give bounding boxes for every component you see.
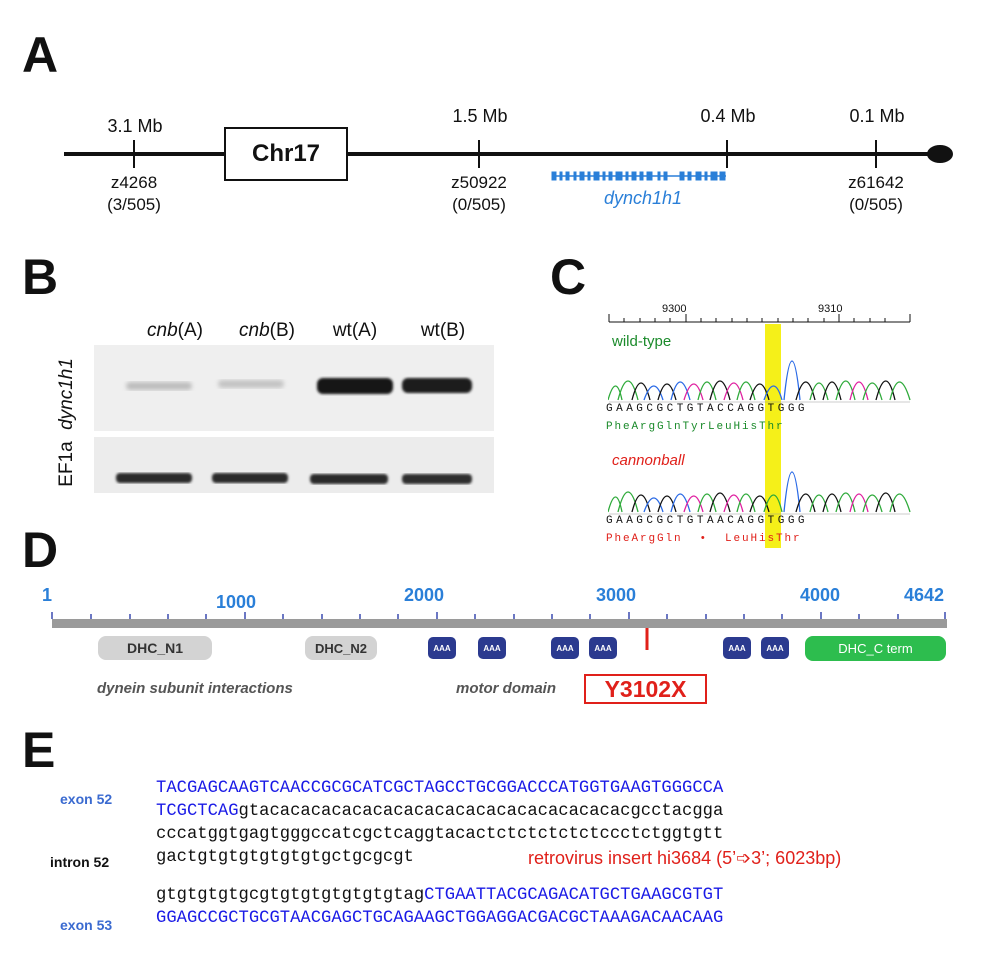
label-intron-52: intron 52	[50, 854, 110, 870]
domain-aaa-2: AAA	[478, 637, 506, 659]
band-wt-b	[402, 378, 472, 393]
domain-aaa-3: AAA	[551, 637, 579, 659]
chromosome-label: Chr17	[251, 140, 321, 167]
band-ef1a-2	[212, 473, 288, 483]
band-cnb-b	[218, 380, 284, 388]
gene-label: dynch1h1	[603, 188, 683, 208]
tick-1000: 1000	[216, 592, 257, 612]
band-ef1a-1	[116, 473, 192, 483]
position-9300: 9300	[662, 303, 687, 315]
domain-dhc-c-term: DHC_C term	[805, 636, 946, 661]
marker-2: z50922 (0/505)	[429, 172, 529, 216]
chromosome-box: Chr17	[224, 127, 348, 181]
marker-ratio: (0/505)	[849, 195, 903, 214]
tick-1: 1	[42, 585, 53, 605]
mut-sequence: GAAGCGCTGTAACAGGTGGG	[606, 515, 809, 527]
seq-line-6: GGAGCCGCTGCGTAACGAGCTGCAGAAGCTGGAGGACGAC…	[156, 909, 724, 928]
protein-backbone	[52, 619, 947, 628]
marker-name: z61642	[848, 173, 904, 192]
marker-4: z61642 (0/505)	[826, 172, 926, 216]
wt-traces	[608, 360, 911, 401]
lane-label-3: wt(A)	[332, 320, 378, 341]
band-ef1a-4	[402, 474, 472, 484]
mut-label: cannonball	[612, 452, 685, 469]
band-wt-a	[317, 378, 393, 394]
marker-mb-2: 1.5 Mb	[452, 106, 508, 126]
seq-line-2: TCGCTCAGgtacacacacacacacacacacacacacacac…	[156, 802, 724, 821]
chromosome-map	[64, 140, 953, 181]
mut-traces	[608, 471, 911, 513]
label-exon-53: exon 53	[60, 917, 113, 933]
chromosome-end	[927, 145, 953, 163]
band-ef1a-3	[310, 474, 388, 484]
seq-line-5: gtgtgtgtgcgtgtgtgtgtgtgtagCTGAATTACGCAGA…	[156, 886, 724, 905]
marker-mb-1: 3.1 Mb	[107, 116, 163, 136]
mutation-box: Y3102X	[584, 674, 707, 704]
panel-label-e: E	[22, 722, 56, 778]
label-motor-domain: motor domain	[456, 680, 556, 697]
band-cnb-a	[126, 382, 192, 390]
panel-label-d: D	[22, 522, 59, 578]
label-exon-52: exon 52	[60, 791, 113, 807]
marker-ratio: (0/505)	[452, 195, 506, 214]
tick-4642: 4642	[904, 585, 945, 605]
mutation-highlight	[765, 324, 781, 548]
marker-ratio: (3/505)	[107, 195, 161, 214]
domain-aaa-4: AAA	[589, 637, 617, 659]
gene-model	[551, 171, 726, 181]
panel-label-a: A	[22, 27, 59, 83]
retrovirus-insert-label: retrovirus insert hi3684 (5’➩3’; 6023bp)	[528, 848, 842, 868]
tick-2000: 2000	[404, 585, 445, 605]
mut-aa: PheArgGln • LeuHisThr	[606, 533, 802, 545]
marker-1: z4268 (3/505)	[84, 172, 184, 216]
wt-label: wild-type	[612, 333, 672, 350]
marker-mb-4: 0.1 Mb	[849, 106, 905, 126]
gel-bottom	[94, 437, 494, 493]
marker-mb-3: 0.4 Mb	[700, 106, 756, 126]
panel-label-b: B	[22, 249, 59, 305]
wt-sequence: GAAGCGCTGTACCAGGTGGG	[606, 403, 809, 415]
gel-image	[94, 345, 494, 493]
panel-label-c: C	[550, 249, 587, 305]
lane-label-1: cnb(A)	[147, 320, 203, 341]
marker-name: z50922	[451, 173, 507, 192]
chromatogram	[608, 314, 911, 548]
lane-label-4: wt(B)	[420, 320, 466, 341]
seq-line-3: cccatggtgagtgggccatcgctcaggtacactctctctc…	[156, 825, 724, 844]
domain-dhc-n2: DHC_N2	[305, 636, 377, 660]
tick-3000: 3000	[596, 585, 637, 605]
seq-line-1: TACGAGCAAGTCAACCGCGCATCGCTAGCCTGCGGACCCA…	[156, 779, 724, 798]
domain-dhc-n1: DHC_N1	[98, 636, 212, 660]
domain-aaa-5: AAA	[723, 637, 751, 659]
lane-label-2: cnb(B)	[239, 320, 295, 341]
label-interactions: dynein subunit interactions	[97, 680, 293, 697]
tick-4000: 4000	[800, 585, 841, 605]
wt-aa: PheArgGlnTyrLeuHisThr	[606, 421, 785, 433]
position-9310: 9310	[818, 303, 843, 315]
protein-bar	[51, 612, 947, 650]
domain-aaa-6: AAA	[761, 637, 789, 659]
domain-aaa-1: AAA	[428, 637, 456, 659]
marker-name: z4268	[110, 173, 158, 192]
row-label-ef1a: EF1a	[56, 441, 77, 487]
seq-line-4: gactgtgtgtgtgtgtgctgcgcgt	[156, 848, 414, 867]
